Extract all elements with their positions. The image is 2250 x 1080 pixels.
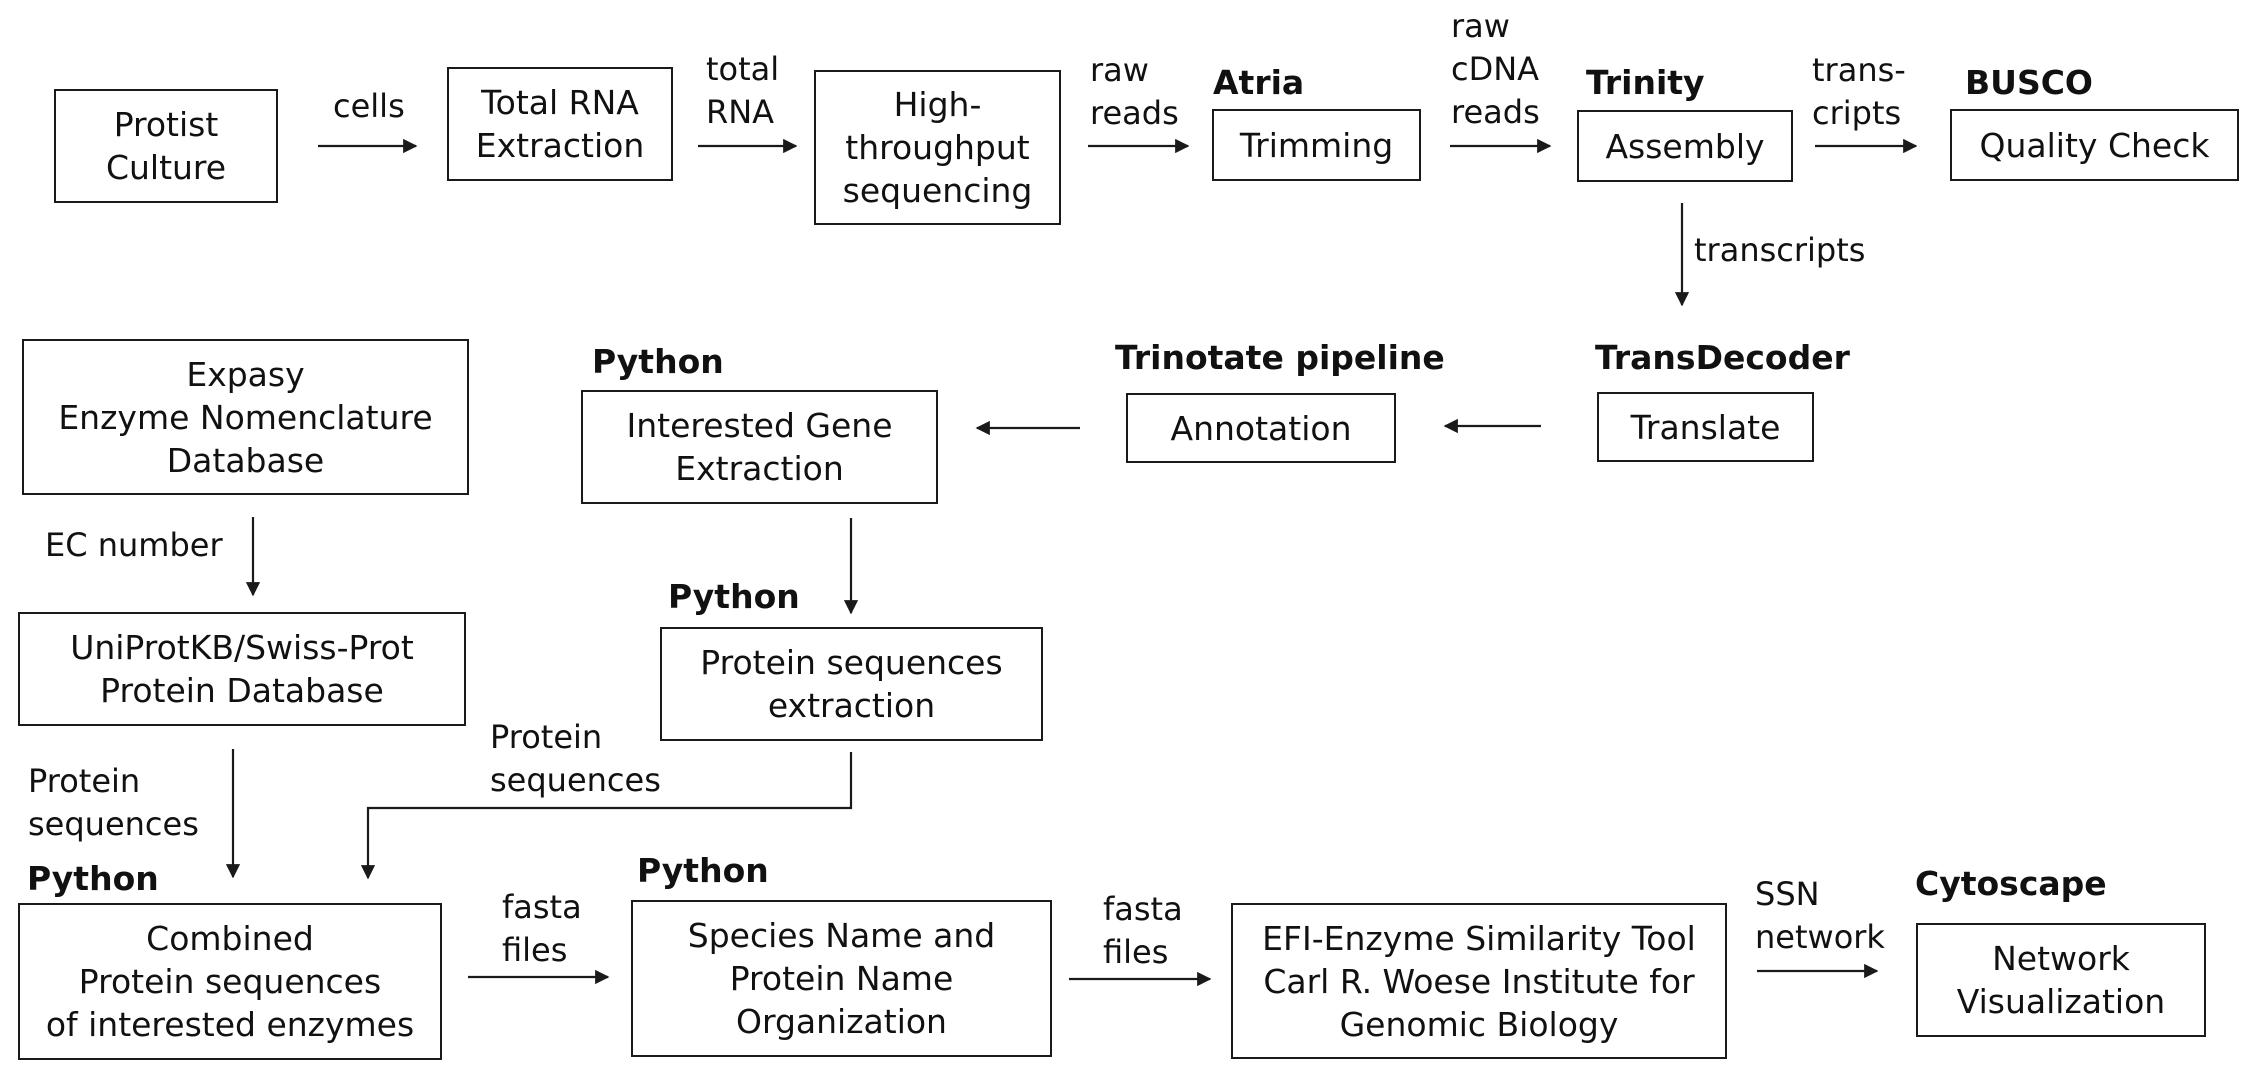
node-uniprot-database: UniProtKB/Swiss-Prot Protein Database bbox=[18, 612, 466, 726]
edge-label-ec-number: EC number bbox=[45, 526, 223, 564]
node-expasy-database: Expasy Enzyme Nomenclature Database bbox=[22, 339, 469, 495]
edge-label-raw-reads: raw reads bbox=[1090, 51, 1179, 132]
node-protist-culture: Protist Culture bbox=[54, 89, 278, 203]
tool-label-cytoscape: Cytoscape bbox=[1915, 864, 2107, 903]
tool-label-busco: BUSCO bbox=[1965, 63, 2093, 102]
edge-label-total-rna: total RNA bbox=[706, 50, 780, 131]
edge-label-transcripts-down: transcripts bbox=[1694, 231, 1866, 269]
node-efi-enzyme-similarity-tool: EFI-Enzyme Similarity Tool Carl R. Woese… bbox=[1231, 903, 1727, 1059]
tool-label-python-gene: Python bbox=[592, 342, 724, 381]
node-high-throughput-sequencing: High- throughput sequencing bbox=[814, 70, 1061, 225]
edge-label-fasta-files-2: fasta files bbox=[1103, 890, 1183, 971]
tool-label-trinity: Trinity bbox=[1586, 63, 1705, 102]
node-assembly: Assembly bbox=[1577, 110, 1793, 182]
edge-label-protein-sequences-uniprot: Protein sequences bbox=[28, 762, 199, 843]
node-protein-sequences-extraction: Protein sequences extraction bbox=[660, 627, 1043, 741]
arrow-extraction-combined bbox=[360, 752, 853, 880]
tool-label-transdecoder: TransDecoder bbox=[1595, 338, 1850, 377]
node-trimming: Trimming bbox=[1212, 109, 1421, 181]
edge-label-ssn-network: SSN network bbox=[1755, 875, 1885, 956]
tool-label-python-species: Python bbox=[637, 851, 769, 890]
tool-label-trinotate: Trinotate pipeline bbox=[1115, 338, 1445, 377]
edge-label-fasta-files-1: fasta files bbox=[502, 888, 582, 969]
node-quality-check: Quality Check bbox=[1950, 109, 2239, 181]
node-total-rna-extraction: Total RNA Extraction bbox=[447, 67, 673, 181]
node-species-name-organization: Species Name and Protein Name Organizati… bbox=[631, 900, 1052, 1057]
node-network-visualization: Network Visualization bbox=[1916, 923, 2206, 1037]
tool-label-python-extraction: Python bbox=[668, 577, 800, 616]
node-combined-protein-sequences: Combined Protein sequences of interested… bbox=[18, 903, 442, 1060]
edge-label-cells: cells bbox=[333, 87, 405, 125]
tool-label-atria: Atria bbox=[1213, 63, 1305, 102]
node-interested-gene-extraction: Interested Gene Extraction bbox=[581, 390, 938, 504]
tool-label-python-combined: Python bbox=[27, 859, 159, 898]
node-annotation: Annotation bbox=[1126, 393, 1396, 463]
edge-label-raw-cdna-reads: raw cDNA reads bbox=[1451, 7, 1540, 131]
edge-label-protein-sequences-extracted: Protein sequences bbox=[490, 718, 661, 799]
edge-label-transcripts-qc: trans- cripts bbox=[1812, 51, 1906, 132]
node-translate: Translate bbox=[1597, 392, 1814, 462]
